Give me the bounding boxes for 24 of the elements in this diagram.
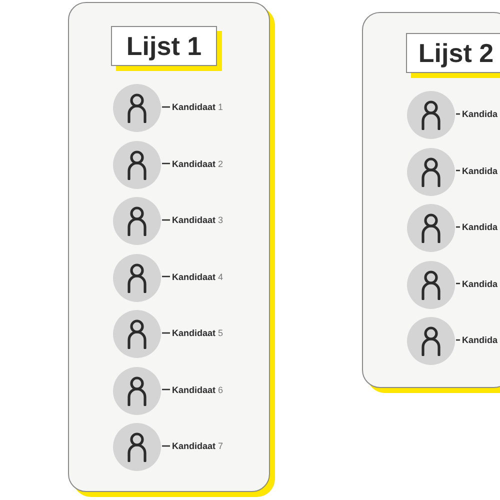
connector-dash xyxy=(456,113,460,115)
connector-dash xyxy=(162,106,170,108)
connector-dash xyxy=(456,282,460,284)
candidate-name: Kandida xyxy=(462,333,498,349)
candidate-name: Kandida xyxy=(462,276,498,292)
candidate-name: Kandidaat 3 xyxy=(172,213,262,229)
candidate-name: Kandidaat 1 xyxy=(172,100,262,116)
connector-dash xyxy=(456,170,460,172)
connector-dash xyxy=(162,445,170,447)
candidate-name: Kandidaat 4 xyxy=(172,270,262,286)
connector-dash xyxy=(456,226,460,228)
connector-dash xyxy=(162,388,170,390)
connector-dash xyxy=(162,276,170,278)
candidate-name: Kandida xyxy=(462,220,498,236)
connector-dash xyxy=(456,339,460,341)
connector-dash xyxy=(162,162,170,164)
candidate-name: Kandida xyxy=(462,107,498,123)
candidate-name: Kandidaat 7 xyxy=(172,439,262,455)
candidate-name: Kandidaat 6 xyxy=(172,382,262,398)
candidate-name: Kandida xyxy=(462,164,498,180)
candidate-name: Kandidaat 5 xyxy=(172,326,262,342)
connector-dash xyxy=(162,332,170,334)
connector-dash xyxy=(162,219,170,221)
candidate-name: Kandidaat 2 xyxy=(172,156,262,172)
